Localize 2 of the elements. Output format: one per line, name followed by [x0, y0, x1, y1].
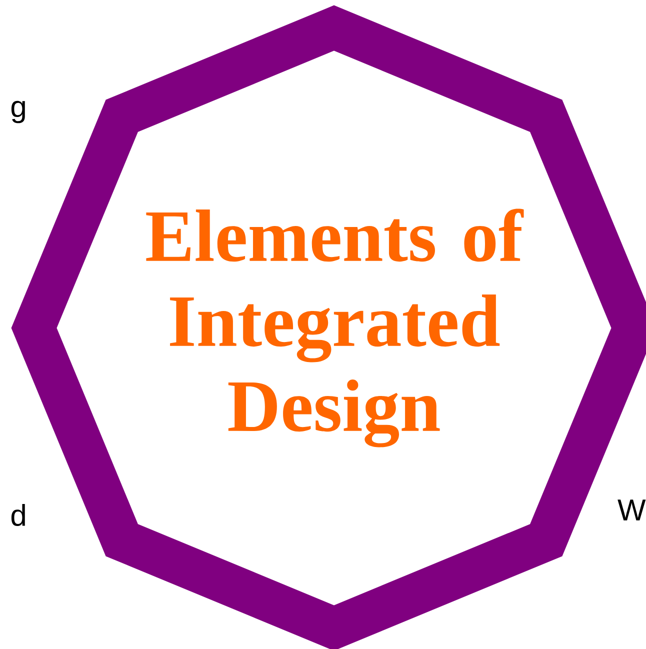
- label: W: [618, 500, 646, 520]
- title-text: Elements of Integrated Design: [146, 208, 524, 448]
